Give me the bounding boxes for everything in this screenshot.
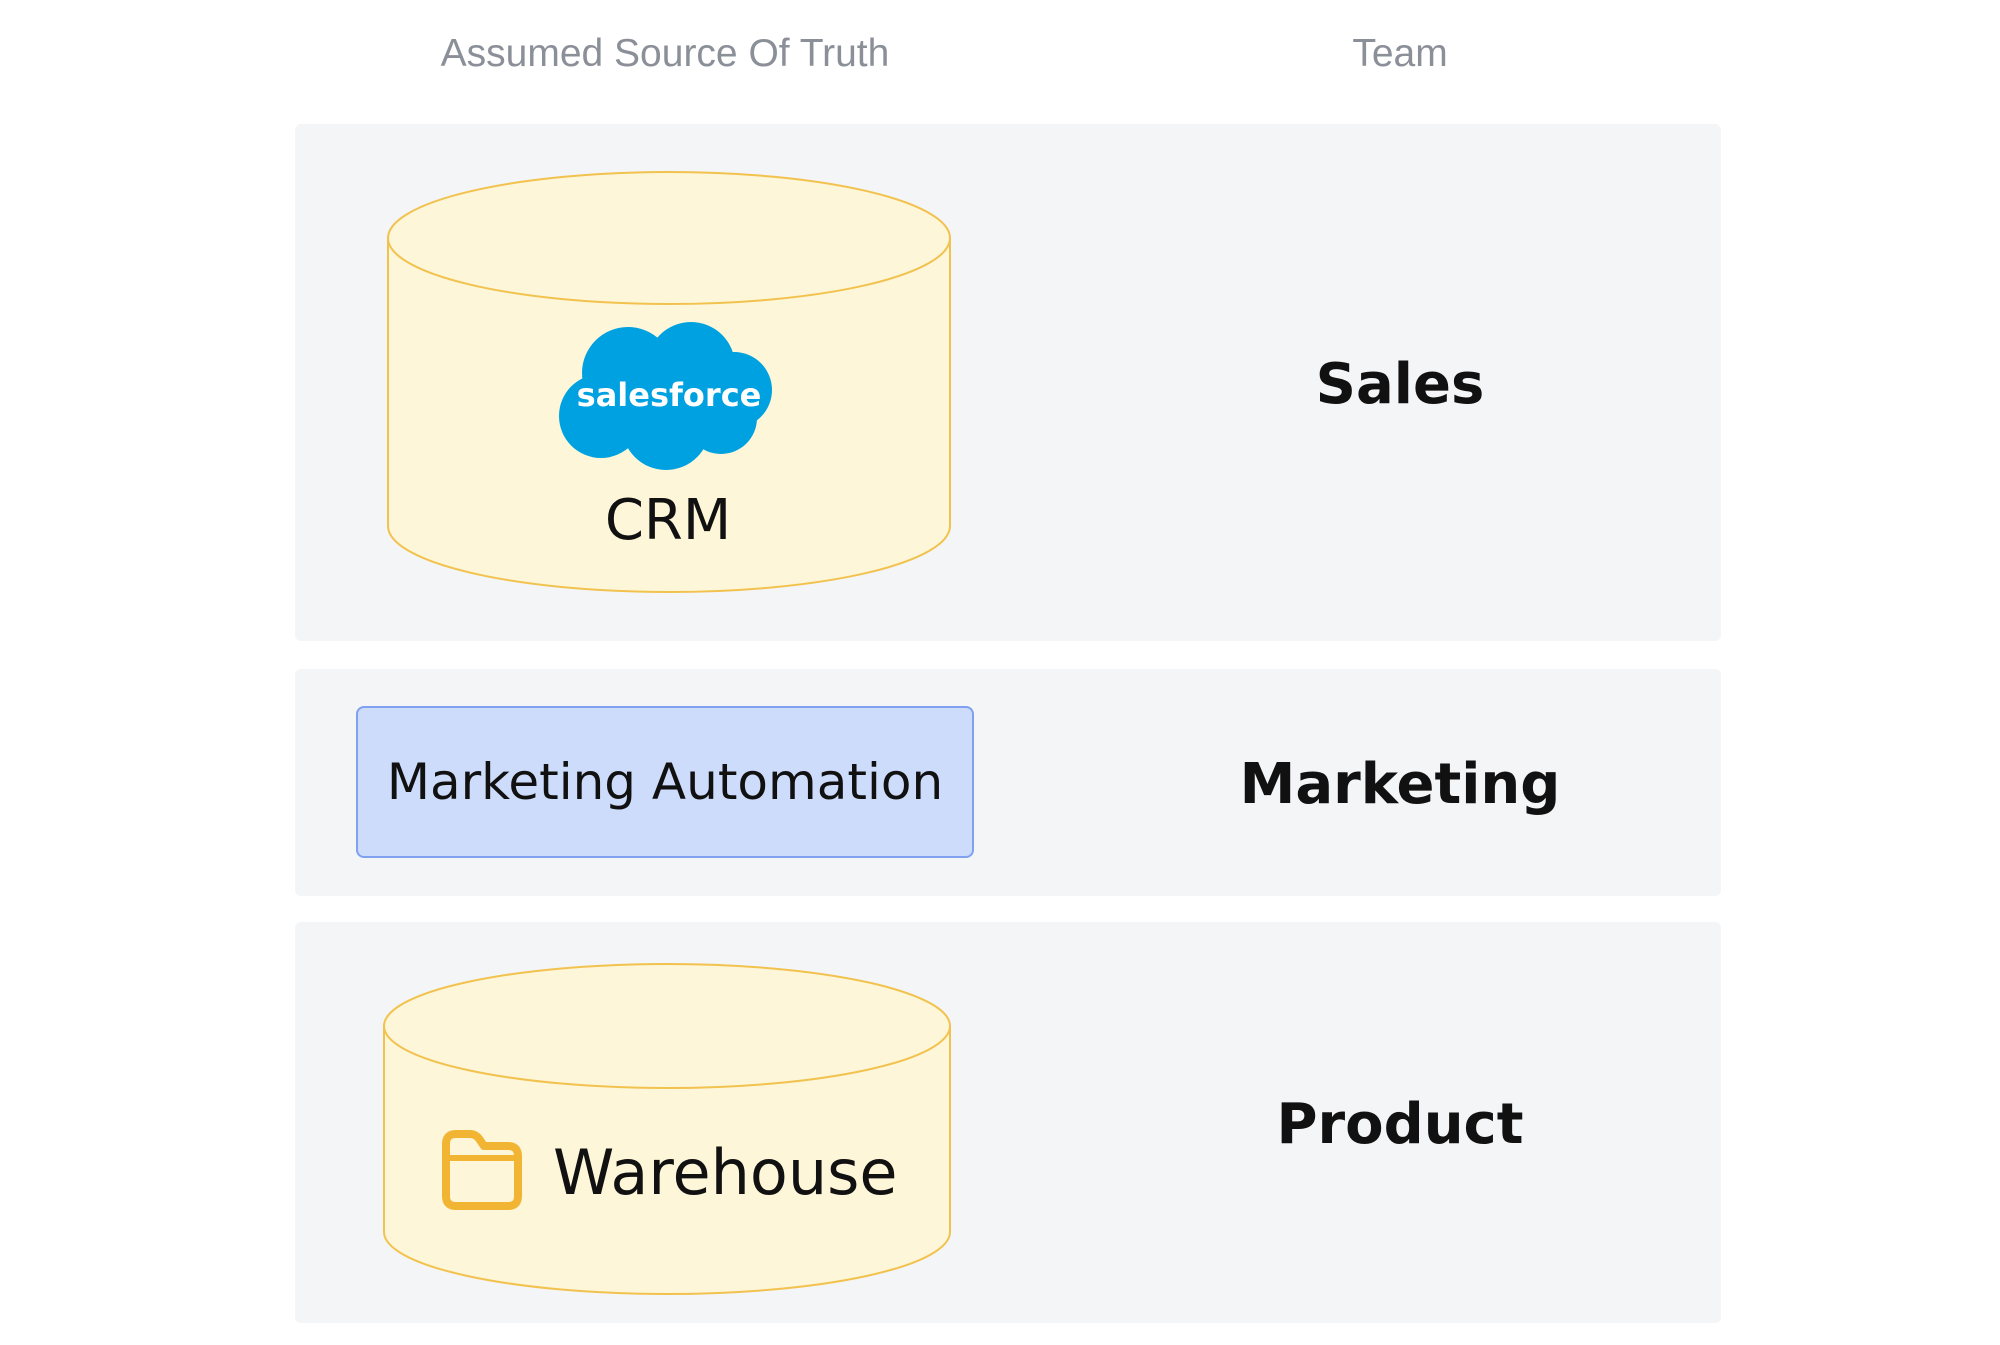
- team-marketing: Marketing: [1239, 752, 1561, 817]
- warehouse-cylinder: [383, 963, 951, 1295]
- salesforce-logo-text: salesforce: [577, 376, 762, 414]
- team-sales: Sales: [1315, 352, 1485, 417]
- warehouse-label: Warehouse: [553, 1136, 898, 1209]
- header-source-of-truth: Assumed Source Of Truth: [440, 32, 890, 75]
- marketing-automation-label: Marketing Automation: [386, 753, 944, 811]
- salesforce-logo: salesforce: [559, 322, 772, 470]
- folder-icon: [442, 1130, 522, 1210]
- team-product: Product: [1276, 1092, 1524, 1157]
- marketing-automation-box: Marketing Automation: [356, 706, 974, 858]
- crm-label: CRM: [604, 488, 732, 553]
- header-team: Team: [1352, 32, 1448, 75]
